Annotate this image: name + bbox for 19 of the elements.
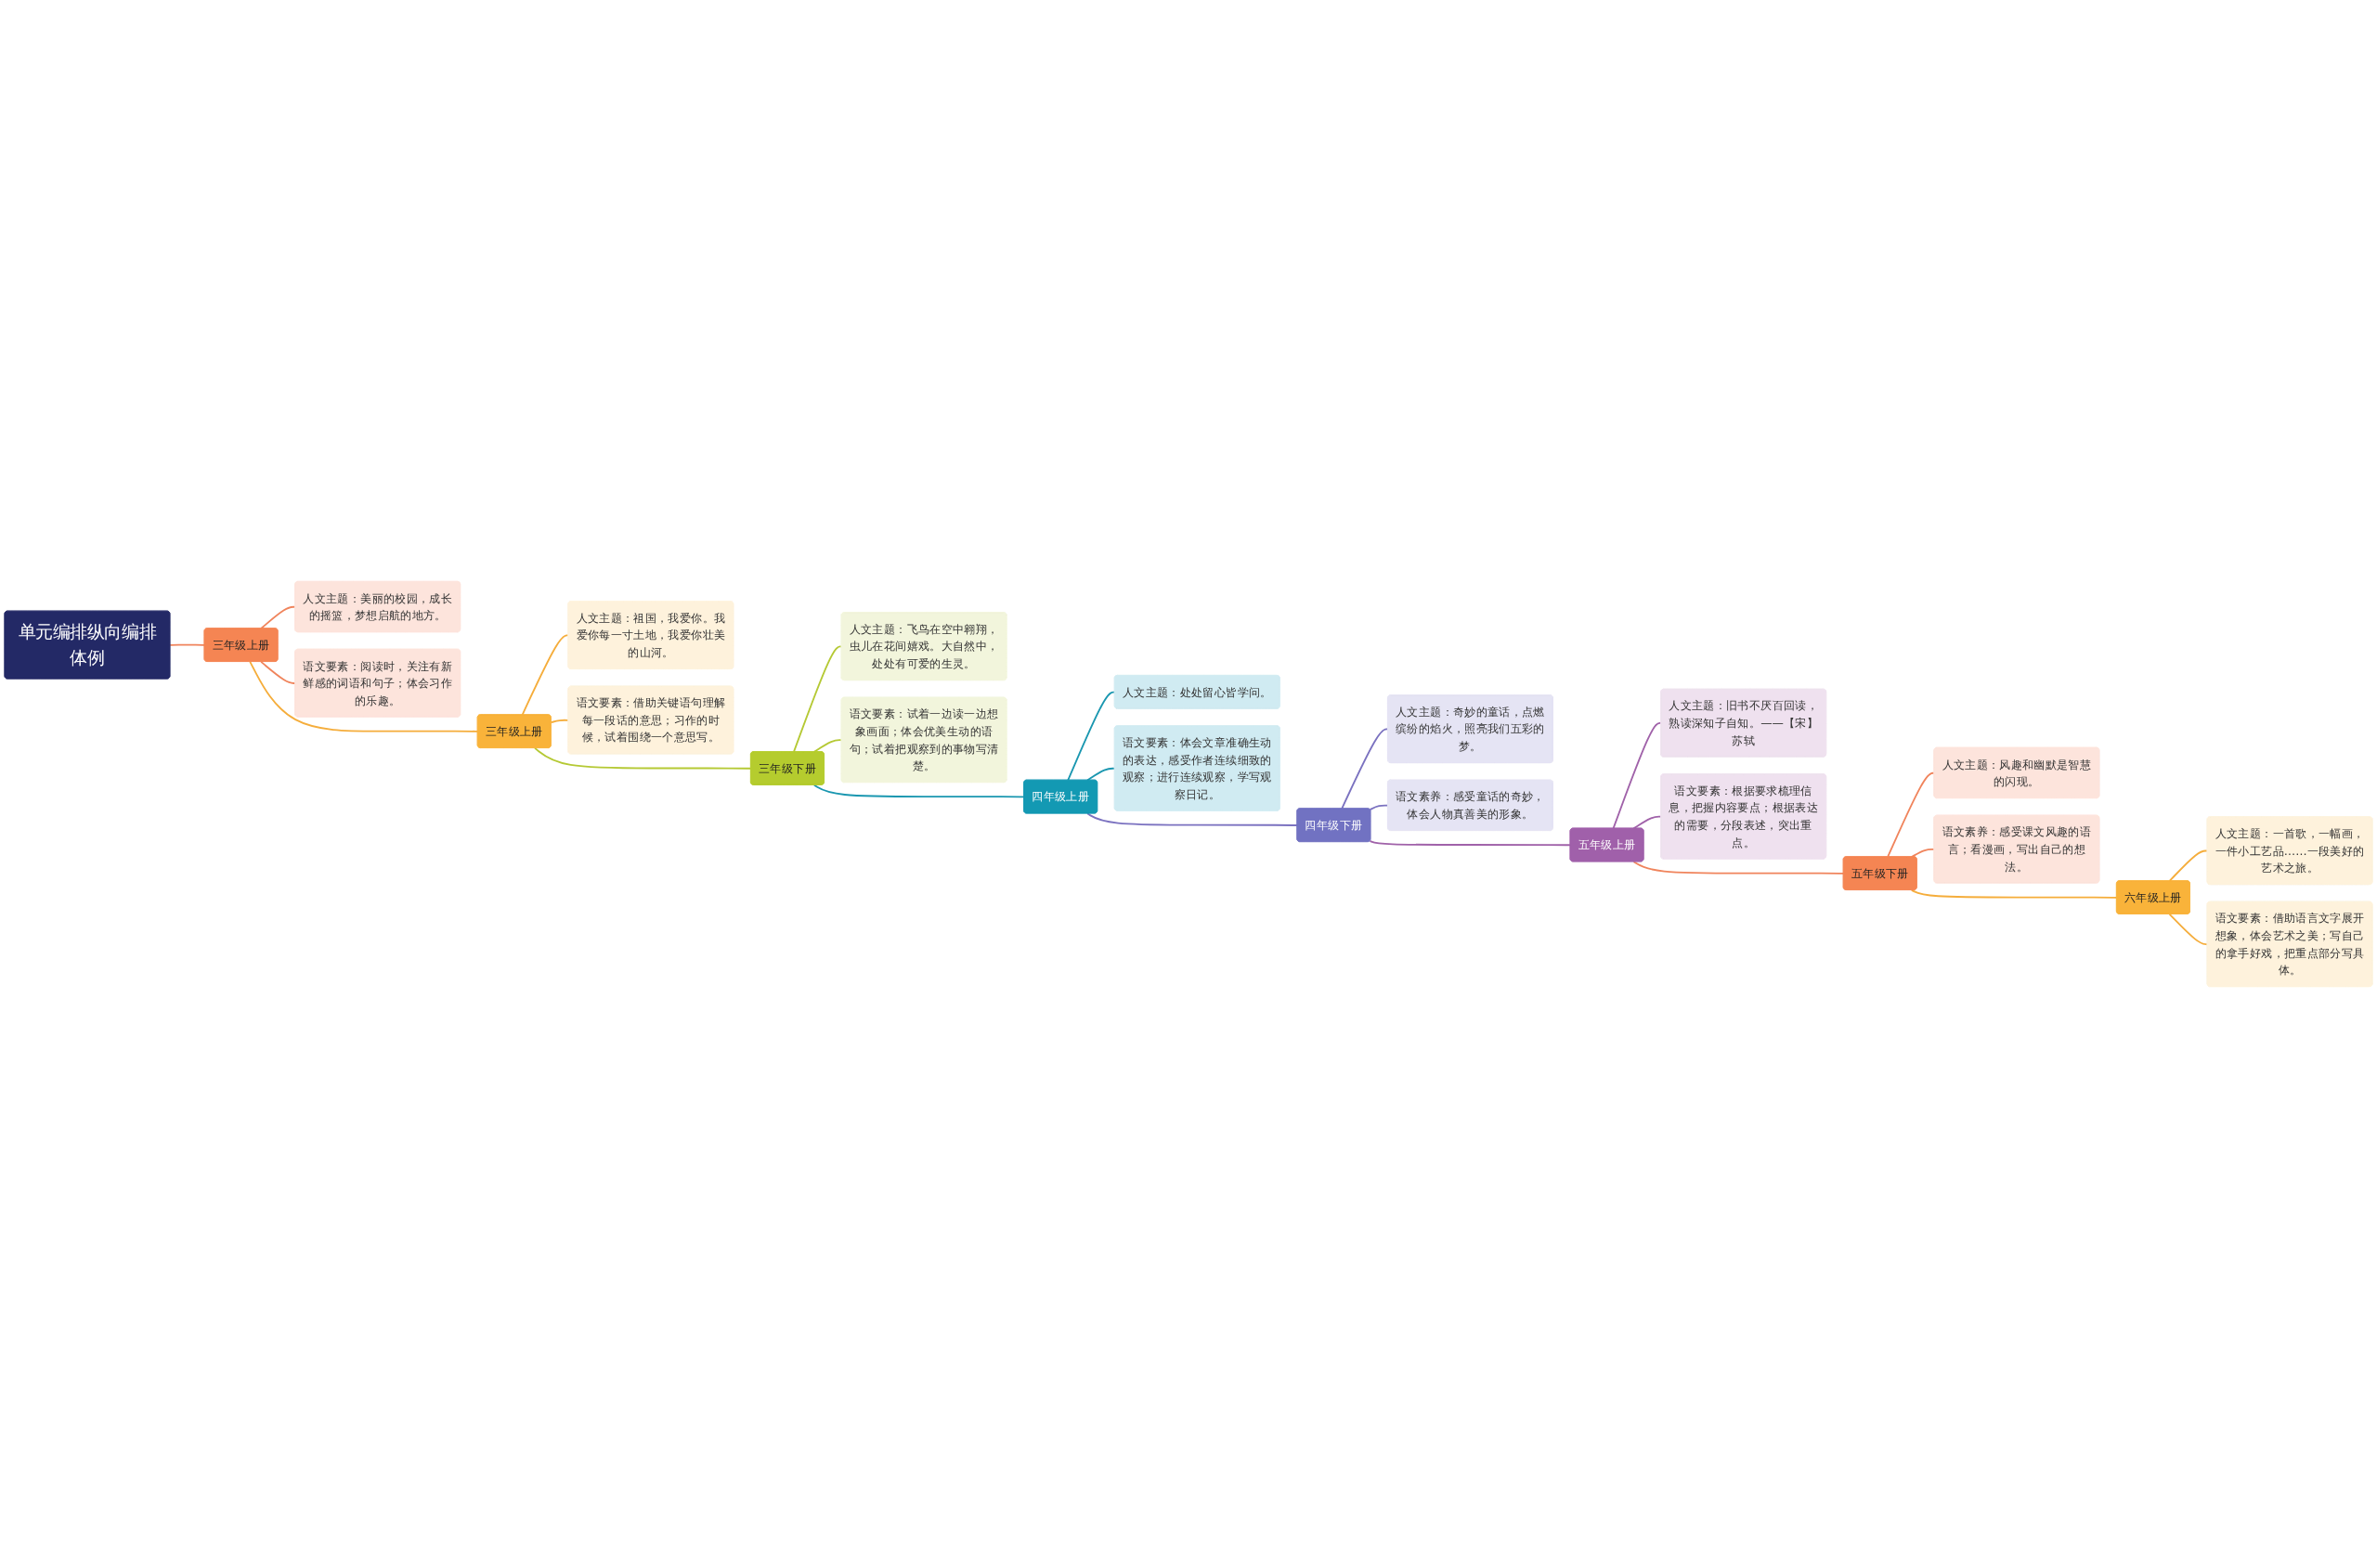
connector	[1369, 804, 1389, 810]
connector	[1632, 861, 1845, 875]
connector	[2168, 849, 2209, 882]
connector	[793, 645, 843, 753]
connector	[812, 784, 1025, 798]
connector	[1910, 888, 2118, 899]
connector	[1341, 728, 1389, 810]
connector	[1369, 840, 1572, 847]
connector	[1086, 767, 1116, 782]
connector	[812, 739, 843, 753]
connector	[1067, 691, 1116, 782]
connector	[249, 660, 479, 732]
connector	[260, 660, 296, 684]
connector	[2168, 913, 2209, 946]
connector	[1612, 722, 1662, 830]
connector	[169, 643, 206, 646]
connector	[1632, 815, 1662, 830]
connector	[534, 746, 752, 770]
connector	[260, 605, 296, 629]
